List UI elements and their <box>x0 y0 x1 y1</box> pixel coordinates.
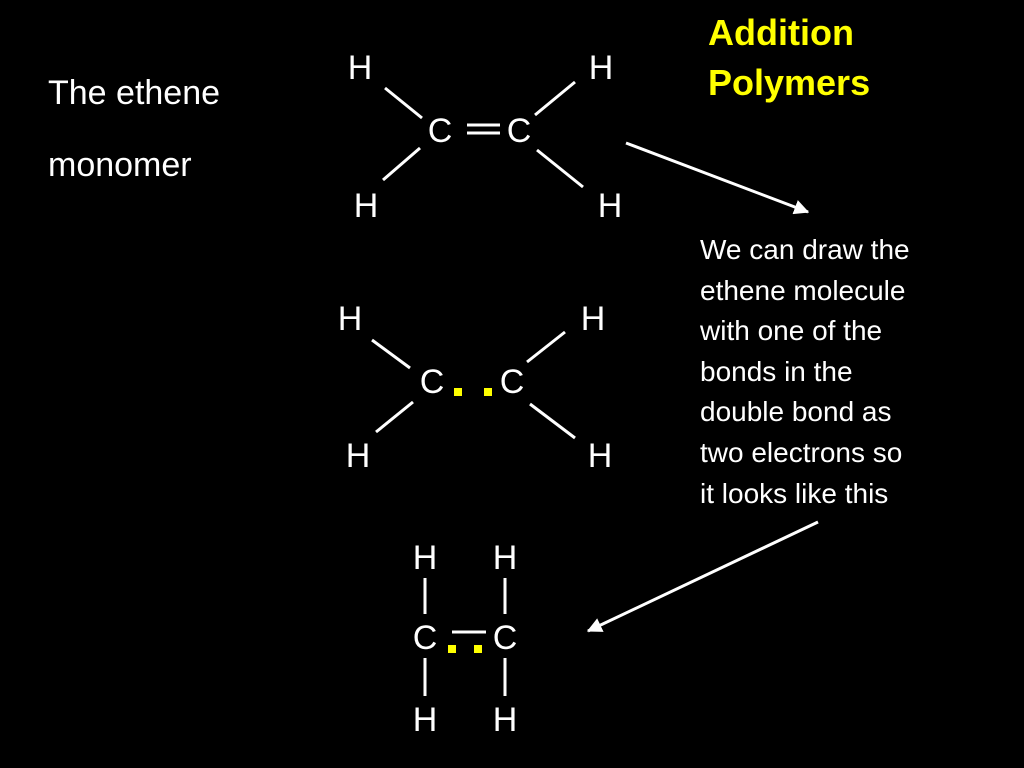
carbon-atom: C <box>506 112 532 150</box>
bond-h1-c1 <box>384 86 423 120</box>
bond-c1-h3 <box>382 146 421 182</box>
hydrogen-atom: H <box>412 701 438 739</box>
hydrogen-atom: H <box>412 539 438 577</box>
hydrogen-atom: H <box>597 187 623 225</box>
explanation-line: double bond as <box>700 396 892 428</box>
explanation-line: bonds in the <box>700 355 853 387</box>
intro-line-2: monomer <box>48 146 192 184</box>
bond-c2-h4 <box>536 148 584 189</box>
hydrogen-atom: H <box>580 300 606 338</box>
carbon-atom: C <box>492 619 518 657</box>
bond-h2-c2 <box>534 80 576 117</box>
explanation-line: two electrons so <box>700 436 903 468</box>
explanation-line: We can draw the <box>700 234 910 265</box>
electron-dot <box>454 388 462 396</box>
hydrogen-atom: H <box>492 539 518 577</box>
hydrogen-atom: H <box>353 187 379 225</box>
carbon-atom: C <box>419 363 445 401</box>
bond-h2-c2 <box>526 330 566 364</box>
explanation-line: it looks like this <box>700 477 889 509</box>
hydrogen-atom: H <box>492 701 518 739</box>
title-line-1: Addition <box>708 12 854 53</box>
arrow-to-explanation <box>625 141 810 215</box>
electron-dot <box>448 645 456 653</box>
bond-c1-h3 <box>375 400 414 434</box>
slide-title: Addition Polymers <box>708 8 870 108</box>
hydrogen-atom: H <box>345 437 371 475</box>
carbon-atom: C <box>499 363 525 401</box>
carbon-atom: C <box>427 112 453 150</box>
carbon-atom: C <box>412 619 438 657</box>
arrow-to-third-molecule <box>586 520 819 633</box>
intro-line-1: The ethene <box>48 74 221 112</box>
hydrogen-atom: H <box>347 49 373 87</box>
title-line-2: Polymers <box>708 62 871 103</box>
explanation-line: ethene molecule <box>700 274 906 306</box>
explanation-text: We can draw the ethene molecule with one… <box>700 230 1000 514</box>
explanation-line: with one of the <box>700 315 883 347</box>
bond-h1-c1 <box>371 338 411 370</box>
electron-dot <box>474 645 482 653</box>
hydrogen-atom: H <box>587 437 613 475</box>
bond-c2-h4 <box>529 402 576 440</box>
hydrogen-atom: H <box>337 300 363 338</box>
hydrogen-atom: H <box>588 49 614 87</box>
electron-dot <box>484 388 492 396</box>
